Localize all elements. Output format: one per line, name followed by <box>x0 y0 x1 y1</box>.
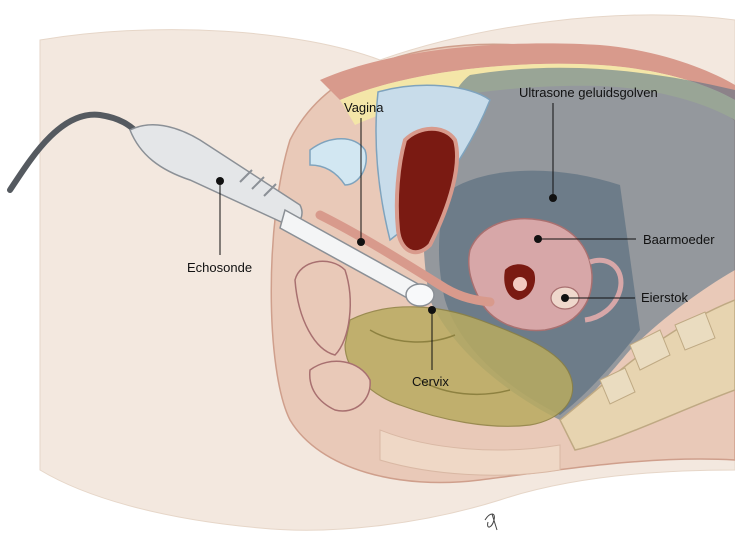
leader-vagina-dot <box>357 238 365 246</box>
label-vagina: Vagina <box>344 100 384 115</box>
label-ultrasound-waves: Ultrasone geluidsgolven <box>519 85 658 100</box>
leader-uterus-dot <box>534 235 542 243</box>
probe-tip <box>406 284 434 306</box>
label-cervix: Cervix <box>412 374 449 389</box>
artist-signature <box>485 514 497 530</box>
embryo <box>513 277 527 291</box>
leader-ovary-dot <box>561 294 569 302</box>
label-uterus: Baarmoeder <box>643 232 715 247</box>
leader-cervix-dot <box>428 306 436 314</box>
label-probe: Echosonde <box>187 260 252 275</box>
leader-probe-dot <box>216 177 224 185</box>
leader-ultrasound-dot <box>549 194 557 202</box>
label-ovary: Eierstok <box>641 290 688 305</box>
